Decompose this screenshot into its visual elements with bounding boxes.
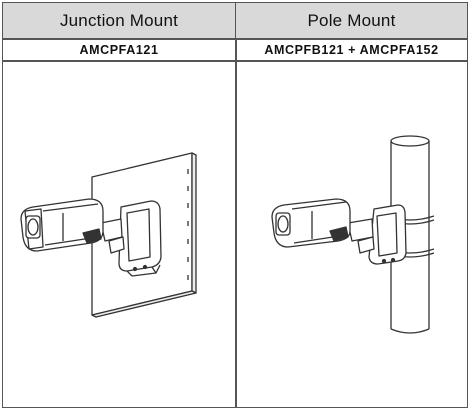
camera-junction-mount-illustration	[20, 152, 197, 318]
mount-comparison-table: Junction Mount Pole Mount AMCPFA121 AMCP…	[2, 2, 468, 408]
pole-mount-model: AMCPFB121 + AMCPFA152	[264, 42, 439, 57]
model-row-divider	[3, 60, 467, 62]
column-divider	[235, 3, 237, 407]
junction-mount-figure	[3, 61, 235, 407]
junction-mount-model: AMCPFA121	[79, 42, 159, 57]
junction-mount-header: Junction Mount	[3, 3, 235, 38]
header-divider	[3, 38, 467, 40]
pole-mount-header: Pole Mount	[236, 3, 467, 38]
pole-mount-figure	[236, 61, 467, 407]
camera-pole-mount-illustration	[271, 135, 435, 334]
